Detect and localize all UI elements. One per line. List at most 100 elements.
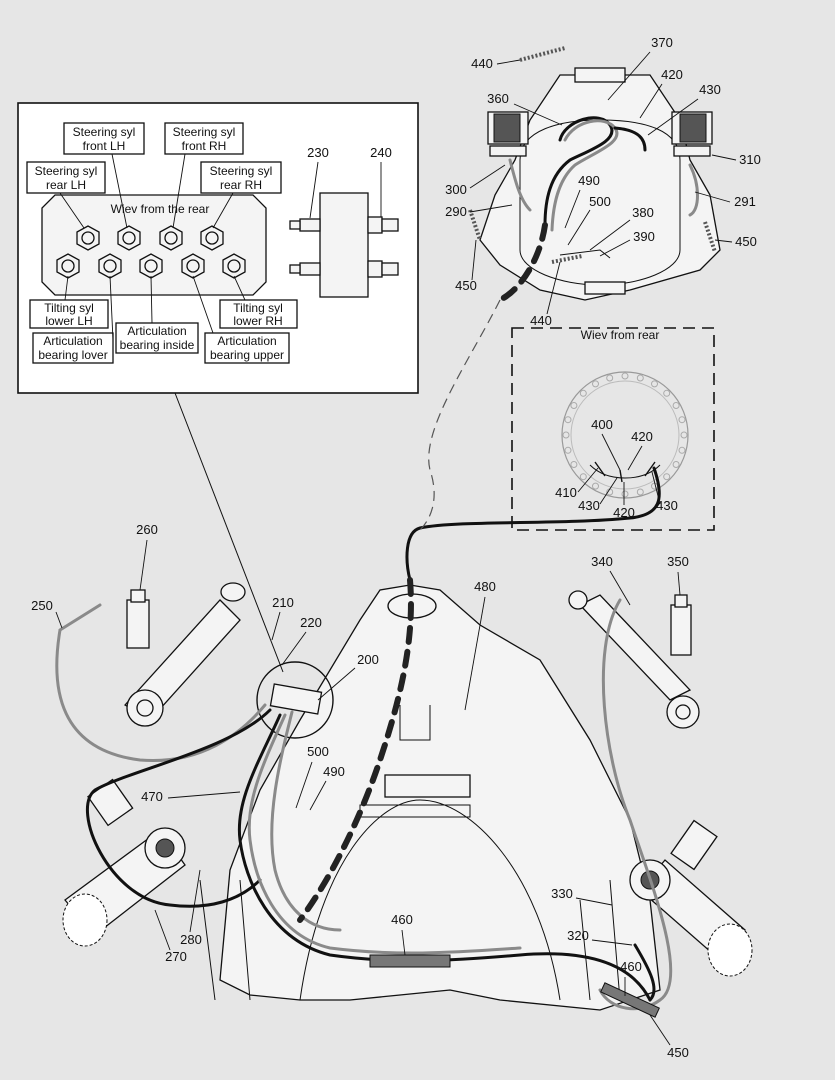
bolt-hole (672, 402, 680, 409)
svg-text:Steering syl: Steering syl (210, 164, 273, 178)
bolt-hole (579, 473, 587, 481)
svg-text:lower RH: lower RH (233, 314, 282, 328)
bolt-hole (592, 380, 599, 388)
callout-270: 270 (165, 949, 187, 964)
callout-420-rear-bottom: 420 (613, 505, 635, 520)
callout-420-rear: 420 (631, 429, 653, 444)
callout-440-bottom: 440 (530, 313, 552, 328)
svg-text:front LH: front LH (83, 139, 126, 153)
bolt-hole (562, 431, 570, 439)
callout-450-right: 450 (735, 234, 757, 249)
callout-350: 350 (667, 554, 689, 569)
callout-410: 410 (555, 485, 577, 500)
clamp-460 (369, 954, 451, 968)
callout-210: 210 (272, 595, 294, 610)
bolt-hole (680, 431, 688, 439)
bolt-hole (672, 461, 680, 468)
routing-dashed-line (419, 299, 501, 531)
svg-text:rear RH: rear RH (220, 178, 262, 192)
bolt-hole (651, 482, 658, 490)
label-articulation-inside: Articulation bearing inside (115, 275, 199, 354)
callout-250: 250 (31, 598, 53, 613)
callout-230: 230 (307, 145, 329, 160)
callout-380: 380 (632, 205, 654, 220)
callout-300: 300 (445, 182, 467, 197)
callout-290: 290 (445, 204, 467, 219)
bolt-hole (564, 446, 572, 454)
distribution-block: 230 240 (289, 145, 399, 298)
bolt-hole (678, 446, 686, 454)
bolt-hole (621, 490, 629, 498)
label-tilting-lower-rh: Tilting syl lower RH (219, 275, 298, 329)
callout-500-top: 500 (589, 194, 611, 209)
label-steering-front-lh: Steering syl front LH (63, 122, 145, 229)
bolt-hole (570, 402, 578, 409)
callout-430-rear-right: 430 (656, 498, 678, 513)
bolt-hole (564, 416, 572, 424)
bolt-hole (663, 389, 671, 397)
svg-text:Articulation: Articulation (217, 334, 276, 348)
callout-430-rear-left: 430 (578, 498, 600, 513)
fitting-row-bottom (56, 253, 246, 279)
callout-260: 260 (136, 522, 158, 537)
svg-text:Steering syl: Steering syl (73, 125, 136, 139)
callout-480: 480 (474, 579, 496, 594)
callout-340: 340 (591, 554, 613, 569)
svg-text:lower LH: lower LH (45, 314, 92, 328)
callout-320: 320 (567, 928, 589, 943)
svg-text:Articulation: Articulation (127, 324, 186, 338)
bolt-hole (636, 374, 644, 382)
callout-370: 370 (651, 35, 673, 50)
callout-450-left: 450 (455, 278, 477, 293)
callouts-axle: 370 440 420 430 360 310 300 490 500 380 … (445, 35, 761, 328)
fitting-row-top (76, 225, 224, 251)
callouts-lower: 260 250 210 220 200 480 340 350 500 490 … (31, 522, 689, 1060)
label-articulation-lover: Articulation bearing lover (32, 275, 114, 364)
cylinder-left-lower (62, 778, 186, 947)
callout-330: 330 (551, 886, 573, 901)
label-articulation-upper: Articulation bearing upper (192, 275, 290, 364)
callout-430-top: 430 (699, 82, 721, 97)
svg-text:bearing upper: bearing upper (210, 348, 284, 362)
cylinder-left-upper (123, 582, 246, 727)
bolt-hole (570, 461, 578, 468)
callout-240: 240 (370, 145, 392, 160)
svg-text:Tilting syl: Tilting syl (44, 301, 94, 315)
hose-dashed-main (297, 577, 414, 923)
axle-cylinder-right (671, 111, 713, 157)
callout-220: 220 (300, 615, 322, 630)
inset-panel: Wiev from the rear Steering syl front LH… (17, 102, 419, 394)
bolt-hole (579, 389, 587, 397)
callout-470: 470 (141, 789, 163, 804)
label-tilting-lower-lh: Tilting syl lower LH (29, 275, 109, 329)
axle-cylinder-left (487, 111, 529, 157)
bolt-hole (621, 372, 629, 380)
manifold-detail (256, 661, 334, 739)
callout-360: 360 (487, 91, 509, 106)
svg-text:Steering syl: Steering syl (173, 125, 236, 139)
rear-view-panel: Wiev from rear 400 420 410 430 430 420 (405, 327, 715, 582)
cylinder-right-lower (629, 819, 753, 977)
svg-text:Tilting syl: Tilting syl (233, 301, 283, 315)
svg-text:Steering syl: Steering syl (35, 164, 98, 178)
main-frame (199, 584, 661, 1011)
callout-490-lower: 490 (323, 764, 345, 779)
bolt-hole (606, 374, 614, 382)
svg-text:bearing inside: bearing inside (120, 338, 195, 352)
svg-text:bearing lover: bearing lover (38, 348, 107, 362)
bolt-ring (562, 372, 688, 498)
svg-text:Articulation: Articulation (43, 334, 102, 348)
bolt-hole (678, 416, 686, 424)
callout-310: 310 (739, 152, 761, 167)
hose-270 (85, 708, 272, 908)
cylinder-right-upper (568, 590, 700, 729)
callout-460-center: 460 (391, 912, 413, 927)
callout-390: 390 (633, 229, 655, 244)
bolt-hole (663, 473, 671, 481)
inset-pointer-line (174, 392, 284, 673)
callout-500-lower: 500 (307, 744, 329, 759)
hose-460-black (237, 713, 652, 1002)
callout-450-lower: 450 (667, 1045, 689, 1060)
callout-291: 291 (734, 194, 756, 209)
